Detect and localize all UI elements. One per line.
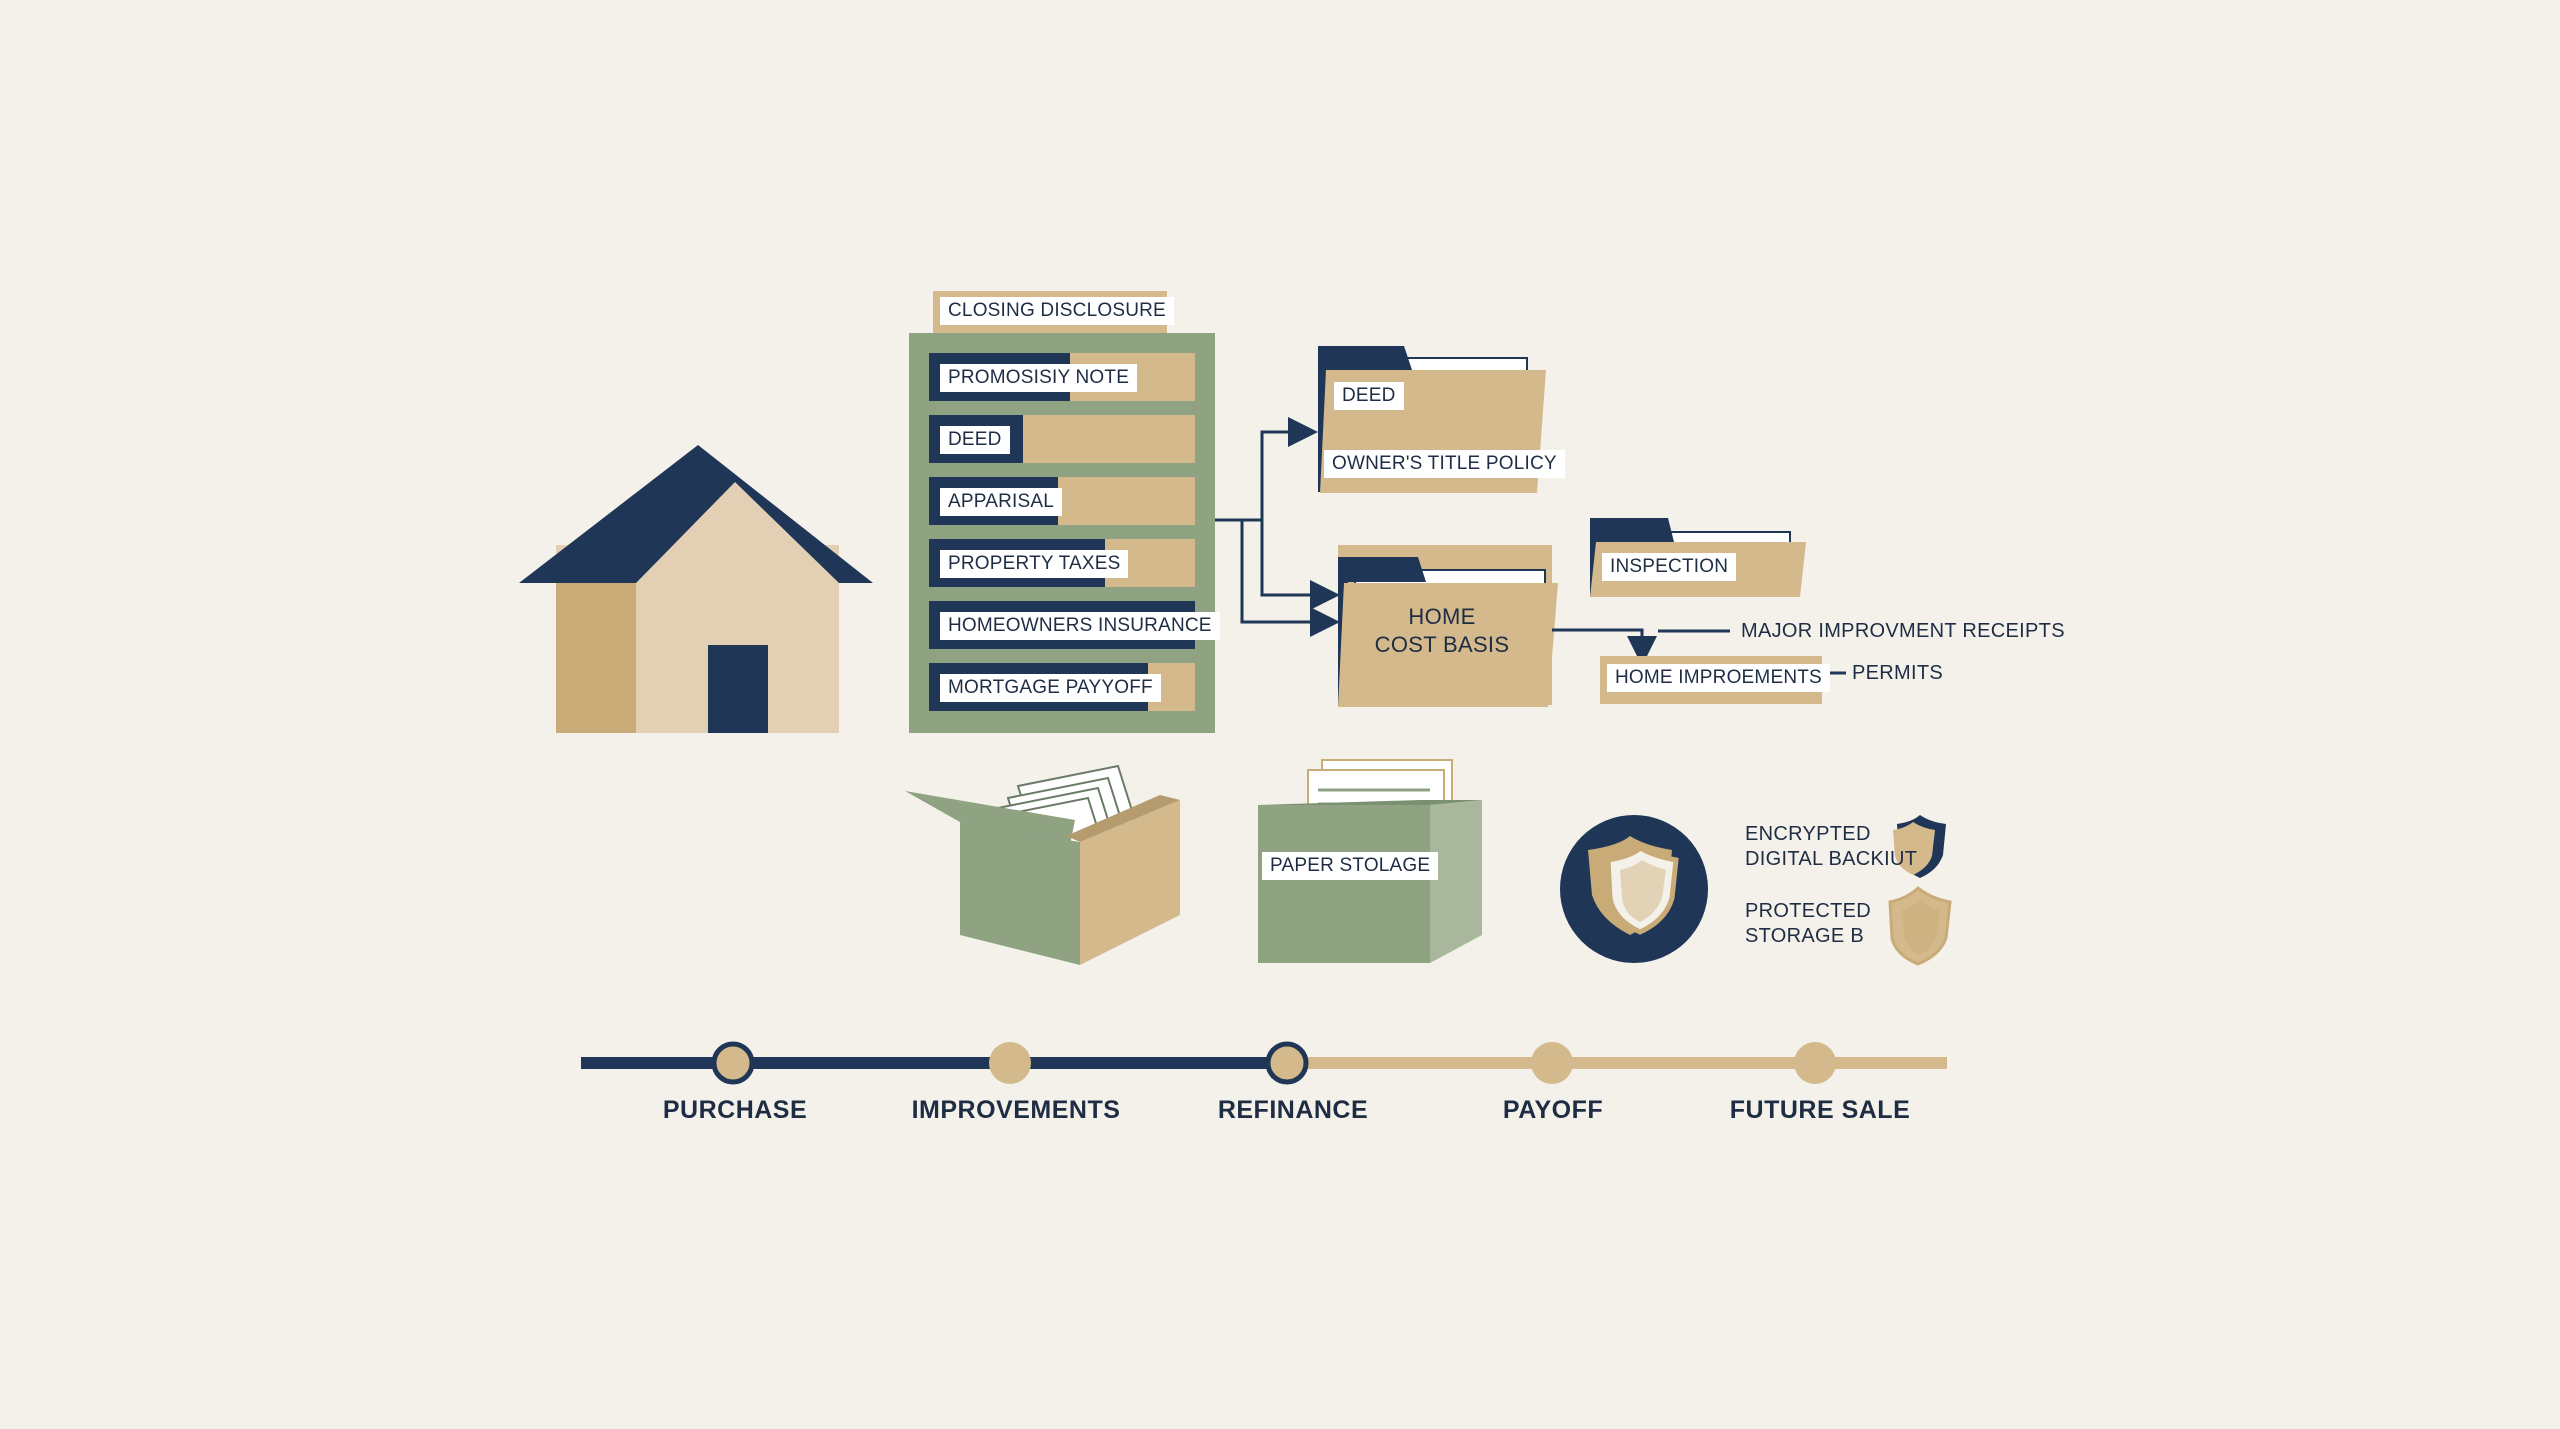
- timeline-stage-label: IMPROVEMENTS: [911, 1096, 1121, 1124]
- shield-icon: [1560, 815, 1708, 963]
- permits-label: PERMITS: [1852, 662, 1943, 684]
- cost-basis-line1: HOME: [1408, 604, 1476, 629]
- binder-header-label: CLOSING DISCLOSURE: [940, 297, 1174, 325]
- timeline-node-future-sale: [1794, 1042, 1836, 1084]
- paper-storage-box-icon: [1258, 759, 1482, 963]
- encrypted-line2: DIGITAL BACKIUT: [1745, 848, 1918, 870]
- cost-basis-folder: [1338, 545, 1558, 707]
- binder-connectors: [1215, 417, 1340, 637]
- binder-item-label: PROPERTY TAXES: [940, 550, 1129, 578]
- timeline-stage-label: REFINANCE: [1217, 1096, 1369, 1124]
- timeline-stage-label: FUTURE SALE: [1729, 1096, 1911, 1124]
- protected-shield-icon: [1888, 885, 1952, 966]
- archive-box-icon: [905, 764, 1180, 965]
- deed-folder-item-label: DEED: [1334, 382, 1404, 410]
- binder-item-label: MORTGAGE PAYYOFF: [940, 674, 1161, 702]
- house-icon: [519, 445, 873, 733]
- timeline-node-payoff: [1531, 1042, 1573, 1084]
- home-improvements-label: HOME IMPROEMENTS: [1607, 664, 1830, 692]
- binder-item-label: HOMEOWNERS INSURANCE: [940, 612, 1220, 640]
- protected-line2: STORAGE B: [1745, 925, 1865, 947]
- binder-item-label: DEED: [940, 426, 1010, 454]
- paper-storage-label: PAPER STOLAGE: [1262, 852, 1439, 880]
- cost-basis-title: HOME COST BASIS: [1340, 603, 1544, 659]
- binder-item-label: APPARISAL: [940, 488, 1062, 516]
- protected-storage-label: PROTECTED STORAGE B: [1745, 899, 1871, 949]
- deed-folder-item-label: OWNER'S TITLE POLICY: [1324, 450, 1565, 478]
- inspection-label: INSPECTION: [1602, 553, 1737, 581]
- timeline-stage-label: PURCHASE: [662, 1096, 808, 1124]
- timeline: [581, 1041, 1947, 1085]
- timeline-stage-label: PAYOFF: [1502, 1096, 1604, 1124]
- major-improvement-receipts-label: MAJOR IMPROVMENT RECEIPTS: [1741, 620, 2065, 642]
- encrypted-backup-label: ENCRYPTED DIGITAL BACKIUT: [1745, 822, 1917, 872]
- timeline-node-refinance: [1265, 1041, 1309, 1085]
- encrypted-shield-icon: [1893, 815, 1946, 878]
- timeline-node-improvements: [989, 1042, 1031, 1084]
- timeline-node-purchase: [711, 1041, 755, 1085]
- cost-basis-line2: COST BASIS: [1374, 632, 1510, 657]
- binder-item-label: PROMOSISIY NOTE: [940, 364, 1138, 392]
- encrypted-line1: ENCRYPTED: [1745, 823, 1871, 845]
- protected-line1: PROTECTED: [1745, 900, 1872, 922]
